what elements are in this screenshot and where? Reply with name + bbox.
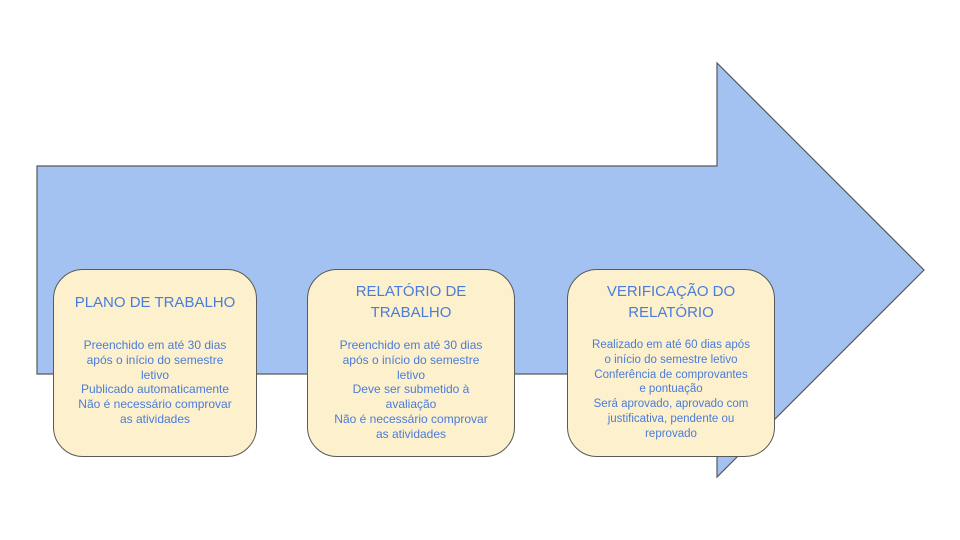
- step-card-plano-de-trabalho: PLANO DE TRABALHO Preenchido em até 30 d…: [53, 269, 257, 457]
- step-body-plano-de-trabalho: Preenchido em até 30 dias após o início …: [78, 338, 232, 426]
- step-title-plano-de-trabalho: PLANO DE TRABALHO: [74, 293, 236, 311]
- step-body-verificacao-do-relatorio: Realizado em até 60 dias após o início d…: [592, 339, 750, 440]
- step-card-verificacao-do-relatorio: VERIFICAÇÃO DO RELATÓRIO Realizado em at…: [567, 269, 775, 457]
- step-title-relatorio-de-trabalho: RELATÓRIO DE TRABALHO: [355, 283, 467, 321]
- step-body-relatorio-de-trabalho: Preenchido em até 30 dias após o início …: [334, 338, 488, 441]
- step-card-relatorio-de-trabalho: RELATÓRIO DE TRABALHO Preenchido em até …: [307, 269, 515, 457]
- step-title-verificacao-do-relatorio: VERIFICAÇÃO DO RELATÓRIO: [606, 283, 736, 321]
